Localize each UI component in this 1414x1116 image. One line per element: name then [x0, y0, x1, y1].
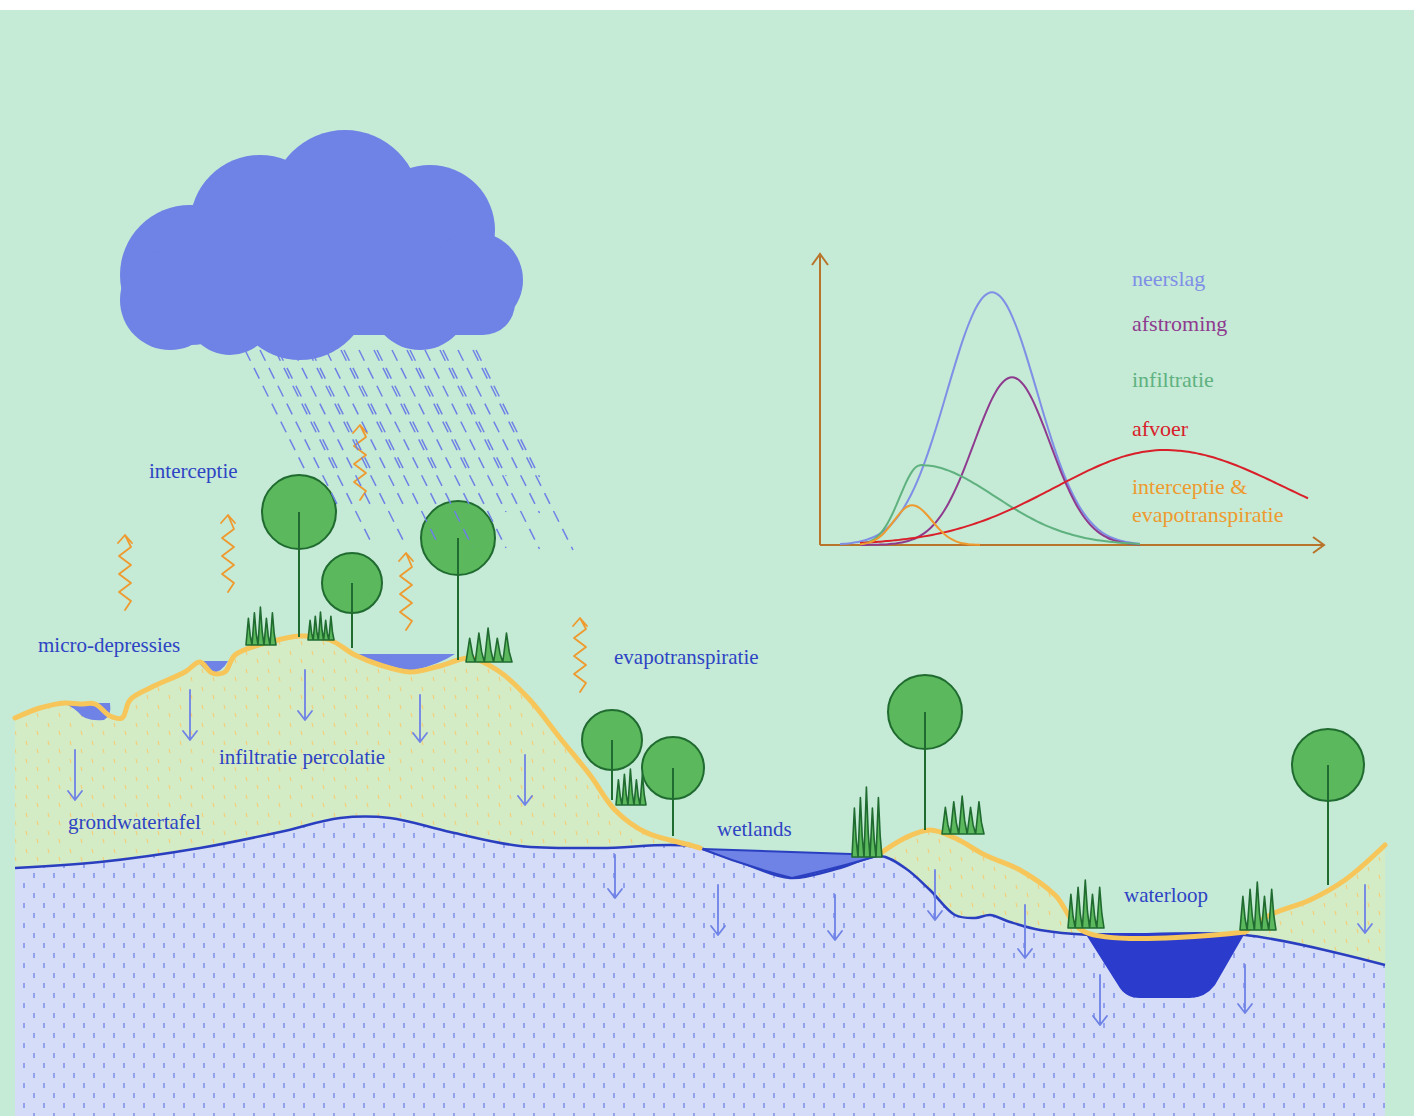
tree-trunk — [924, 712, 926, 749]
tree-trunk — [457, 538, 459, 575]
percolation-arrow — [518, 755, 532, 805]
evaporation-arrow — [573, 618, 587, 692]
chart-curve — [860, 505, 980, 545]
tree-trunk — [672, 768, 674, 836]
rain-streak — [311, 350, 372, 472]
tree-trunk — [457, 538, 459, 660]
rain-streak — [275, 350, 372, 544]
evaporation-arrow — [118, 535, 132, 610]
rain-streak — [374, 350, 473, 547]
ground-surface-line — [878, 830, 1245, 938]
tree-trunk — [351, 583, 353, 648]
groundwater-texture — [15, 817, 1385, 1116]
chart-curve — [860, 377, 1140, 545]
river-channel — [1085, 933, 1245, 998]
percolation-arrow — [413, 695, 427, 742]
tree-crown — [888, 675, 962, 749]
evaporation-arrow — [221, 515, 235, 592]
soil-texture — [15, 636, 1385, 1116]
rain-streak — [425, 350, 506, 512]
scene-label: grondwatertafel — [68, 810, 201, 835]
rain-cloud — [125, 270, 515, 335]
scene-label: evapotranspiratie — [614, 645, 759, 670]
tree-crown — [322, 553, 382, 613]
legend-label: afstroming — [1132, 310, 1227, 338]
percolation-arrow — [1358, 885, 1372, 933]
percolation-arrow — [1238, 965, 1252, 1013]
grass-tuft — [466, 628, 512, 662]
soil-layer — [15, 636, 1385, 1116]
percolation-arrow — [608, 855, 622, 898]
tree-crown — [1292, 729, 1364, 801]
tree-trunk — [351, 583, 353, 613]
percolation-arrow — [711, 885, 725, 935]
grass-tuft — [616, 769, 646, 805]
tree-trunk — [298, 512, 300, 549]
rain-streak — [245, 350, 305, 470]
scene-label: interceptie — [149, 459, 238, 484]
tree-trunk — [611, 740, 613, 800]
rain-streak — [392, 350, 473, 511]
legend-label: interceptie & evapotranspiratie — [1132, 473, 1337, 529]
percolation-arrow — [928, 870, 942, 920]
rain-streak — [443, 350, 506, 476]
rain-streak — [410, 350, 473, 475]
scene-label: infiltratie percolatie — [219, 745, 385, 770]
tree-crown — [262, 475, 336, 549]
rain-streak — [260, 350, 339, 507]
tree-trunk — [672, 768, 674, 799]
rain-streak — [308, 350, 406, 545]
percolation-arrow — [1093, 975, 1107, 1025]
rain-streak — [476, 350, 540, 477]
ground-surface-line — [15, 636, 700, 848]
rain-streak — [359, 350, 439, 510]
grass-tuft — [1240, 882, 1276, 930]
percolation-arrow — [68, 750, 82, 800]
scene-label: waterloop — [1124, 883, 1208, 908]
chart-curve — [860, 465, 1140, 544]
rain-streak — [440, 350, 540, 549]
grass-tuft — [1068, 880, 1104, 928]
scene-label: micro-depressies — [38, 633, 180, 658]
legend-label: infiltratie — [1132, 366, 1214, 394]
percolation-arrow — [183, 690, 197, 740]
rain-streak — [341, 350, 439, 546]
rain-streak — [344, 350, 406, 473]
grass-tuft — [852, 787, 882, 857]
rain-streak — [473, 350, 573, 550]
rain-streak — [326, 350, 406, 509]
percolation-arrow — [1018, 905, 1032, 958]
grass-tuft — [246, 607, 276, 645]
tree-crown — [582, 710, 642, 770]
top-band — [0, 0, 1414, 10]
rain-streak — [278, 350, 339, 471]
tree-trunk — [924, 712, 926, 830]
rain-streak — [458, 350, 540, 513]
tree-trunk — [1327, 765, 1329, 801]
tree-trunk — [298, 512, 300, 637]
rain-streak — [377, 350, 439, 474]
tree-crown — [642, 737, 704, 799]
groundwater-zone — [15, 817, 1385, 1116]
percolation-arrow — [298, 670, 312, 720]
tree-trunk — [1327, 765, 1329, 885]
chart-curve — [840, 292, 1140, 544]
rain-streak — [407, 350, 506, 548]
legend-label: afvoer — [1132, 415, 1188, 443]
percolation-arrow — [828, 895, 842, 940]
grass-tuft — [942, 796, 984, 834]
grass-tuft — [308, 612, 334, 640]
tree-crown — [421, 501, 495, 575]
scene-label: wetlands — [717, 817, 792, 842]
legend-label: neerslag — [1132, 265, 1205, 293]
tree-trunk — [611, 740, 613, 770]
evaporation-arrow — [399, 553, 413, 630]
rain-streak — [293, 350, 372, 508]
